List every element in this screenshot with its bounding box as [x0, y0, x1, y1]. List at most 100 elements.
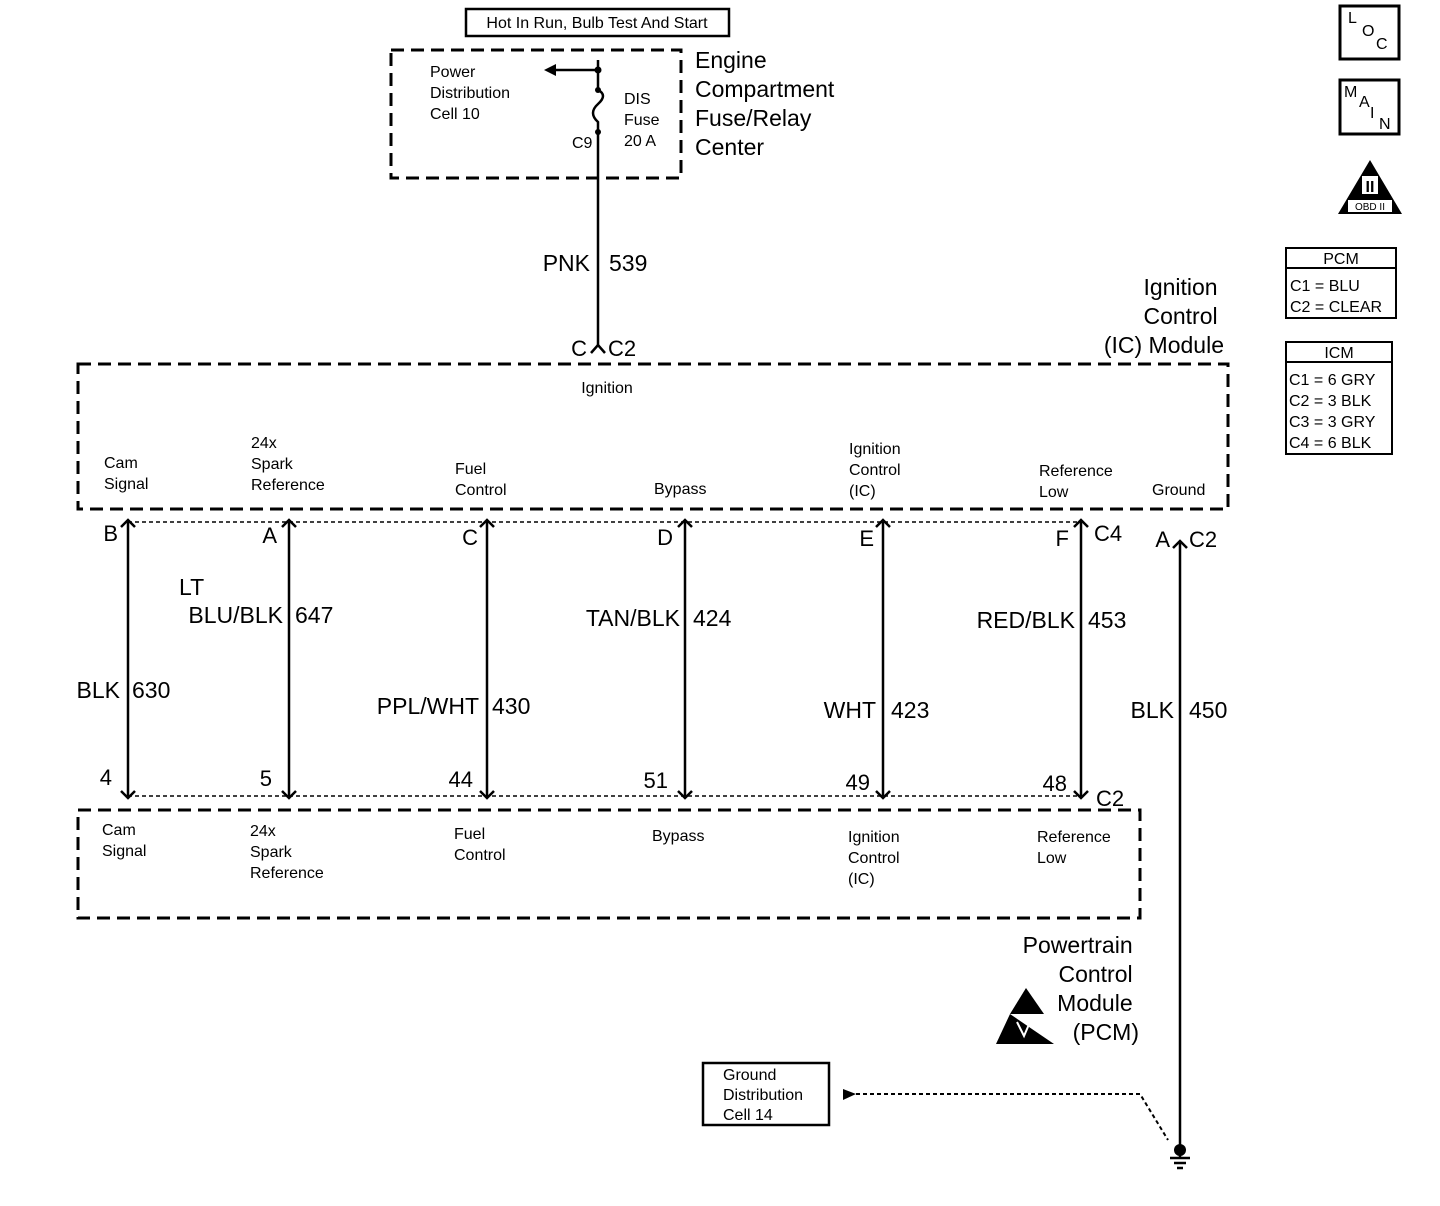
fuse-terminal-top: [595, 87, 601, 93]
icm-connector-table: ICM C1 = 6 GRY C2 = 3 BLK C3 = 3 GRY C4 …: [1285, 341, 1393, 455]
pnk-color-label: PNK: [543, 250, 591, 276]
wire-630-color: BLK: [77, 677, 121, 703]
pin-e-label: E: [859, 526, 874, 551]
loc-icon: [1338, 4, 1401, 61]
icm-title: Ignition Control (IC) Module: [1104, 274, 1224, 358]
wire-450-circuit: 450: [1189, 697, 1227, 723]
wire-450-color: BLK: [1131, 697, 1175, 723]
ground-icon: [1170, 1150, 1190, 1170]
main-letter-i: I: [1370, 105, 1374, 122]
wire-424-circuit: 424: [693, 605, 732, 631]
wire-647-color: BLU/BLK: [188, 602, 283, 628]
pin-c-label: C: [462, 525, 478, 550]
icm-label-fuel-control: Fuel Control: [455, 461, 507, 499]
ground-c2-label: C2: [1189, 527, 1217, 552]
wire-423-terminals: [875, 518, 891, 800]
pcm-pin-44: 44: [449, 767, 473, 792]
pin-b-label: B: [103, 521, 118, 546]
icm-table-row: C4 = 6 BLK: [1289, 435, 1372, 452]
wire-430-color: PPL/WHT: [377, 693, 479, 719]
icm-c2-terminal-icon: [590, 343, 606, 354]
icm-table-row: C3 = 3 GRY: [1289, 414, 1376, 431]
pcm-table-title: PCM: [1323, 251, 1359, 268]
wire-647-circuit: 647: [295, 602, 333, 628]
main-icon: [1338, 78, 1401, 136]
icm-label-ground: Ground: [1152, 482, 1205, 499]
wire-453-terminals: [1073, 518, 1089, 800]
main-letter-a: A: [1359, 94, 1370, 111]
hot-in-run-box: [464, 7, 731, 38]
wire-453-color: RED/BLK: [977, 607, 1076, 633]
icm-c4-label: C4: [1094, 521, 1122, 546]
obd-text: OBD II: [1355, 202, 1385, 213]
pcm-pin-51: 51: [644, 768, 668, 793]
icm-box: [76, 362, 1230, 511]
fuse-relay-center-box: [389, 48, 683, 180]
supply-section: Hot In Run, Bulb Test And Start Power Di…: [389, 7, 841, 361]
pcm-connector-table: PCM C1 = BLU C2 = CLEAR: [1285, 247, 1397, 319]
main-letter-n: N: [1379, 116, 1391, 133]
pin-d-label: D: [657, 525, 673, 550]
pcm-label-bypass: Bypass: [652, 828, 704, 845]
pcm-label-24x-spark: 24x Spark Reference: [250, 823, 324, 882]
pcm-table-row: C1 = BLU: [1290, 278, 1360, 295]
pin-a-label: A: [262, 523, 277, 548]
pcm-title: Powertrain Control Module (PCM): [1023, 932, 1139, 1045]
pcm-box: [76, 808, 1142, 920]
pcm-table-row: C2 = CLEAR: [1290, 299, 1382, 316]
dis-fuse-label: DIS Fuse 20 A: [624, 91, 664, 150]
icm-table-row: C1 = 6 GRY: [1289, 372, 1376, 389]
main-letter-m: M: [1344, 84, 1357, 101]
pcm-pin-5: 5: [260, 766, 272, 791]
icm-label-24x-spark: 24x Spark Reference: [251, 435, 325, 494]
wire-647-terminals: [281, 518, 297, 800]
side-legend: L O C M A I N II OBD II PCM C1 = BLU C2 …: [1285, 4, 1402, 455]
ground-distribution-box: [701, 1061, 831, 1127]
pin-f-label: F: [1056, 526, 1069, 551]
icm-table-row: C2 = 3 BLK: [1289, 393, 1372, 410]
wire-430-terminals: [479, 518, 495, 800]
obd-ii-icon: II OBD II: [1338, 160, 1402, 214]
icm-top-conn-label: C2: [608, 336, 636, 361]
wires-section: BLK 630 LT BLU/BLK 647 PPL/WHT 430 TAN/B…: [77, 518, 1227, 1148]
ground-wire-terminal: [1172, 539, 1188, 549]
pcm-c2-label: C2: [1096, 786, 1124, 811]
esd-sensitive-icon: [996, 988, 1054, 1044]
icm-top-pin-label: C: [571, 336, 587, 361]
pcm-label-fuel-control: Fuel Control: [454, 826, 506, 864]
pcm-pin-4: 4: [100, 765, 112, 790]
icm-section: Ignition Control (IC) Module Ignition Ca…: [76, 274, 1230, 552]
loc-letter-o: O: [1362, 23, 1374, 40]
pcm-label-ignition-control: Ignition Control (IC): [848, 829, 904, 888]
icm-label-reference-low: Reference Low: [1039, 463, 1117, 501]
ground-dist-arrow-icon: [843, 1089, 856, 1100]
loc-letter-l: L: [1348, 10, 1357, 27]
pcm-label-cam-signal: Cam Signal: [102, 822, 146, 860]
obd-numeral: II: [1366, 179, 1375, 196]
pcm-pin-49: 49: [846, 770, 870, 795]
circuit-539-label: 539: [609, 250, 647, 276]
wire-423-color: WHT: [824, 697, 876, 723]
loc-letter-c: C: [1376, 36, 1388, 53]
pcm-pin-48: 48: [1043, 771, 1067, 796]
wire-630-circuit: 630: [132, 677, 170, 703]
engine-compartment-label: Engine Compartment Fuse/Relay Center: [695, 47, 841, 160]
wire-630-terminals: [120, 518, 136, 800]
splice-dot: [594, 66, 602, 74]
icm-inner-label: Ignition: [581, 380, 633, 397]
hot-in-run-label: Hot In Run, Bulb Test And Start: [486, 15, 708, 32]
fuse-connector-label: C9: [572, 135, 593, 152]
dis-fuse-icon: [591, 60, 605, 132]
wire-453-circuit: 453: [1088, 607, 1126, 633]
pcm-section: Cam Signal 24x Spark Reference Fuel Cont…: [76, 795, 1142, 1045]
wire-647-color-top: LT: [179, 574, 204, 600]
ground-pin-a-label: A: [1155, 527, 1170, 552]
icm-label-bypass: Bypass: [654, 481, 706, 498]
icm-label-ignition-control: Ignition Control (IC): [849, 441, 905, 500]
pcm-label-reference-low: Reference Low: [1037, 829, 1115, 867]
wire-424-terminals: [677, 518, 693, 800]
wire-423-circuit: 423: [891, 697, 929, 723]
ground-dist-link-line: [856, 1093, 1169, 1141]
power-distribution-label: Power Distribution Cell 10: [430, 64, 514, 123]
